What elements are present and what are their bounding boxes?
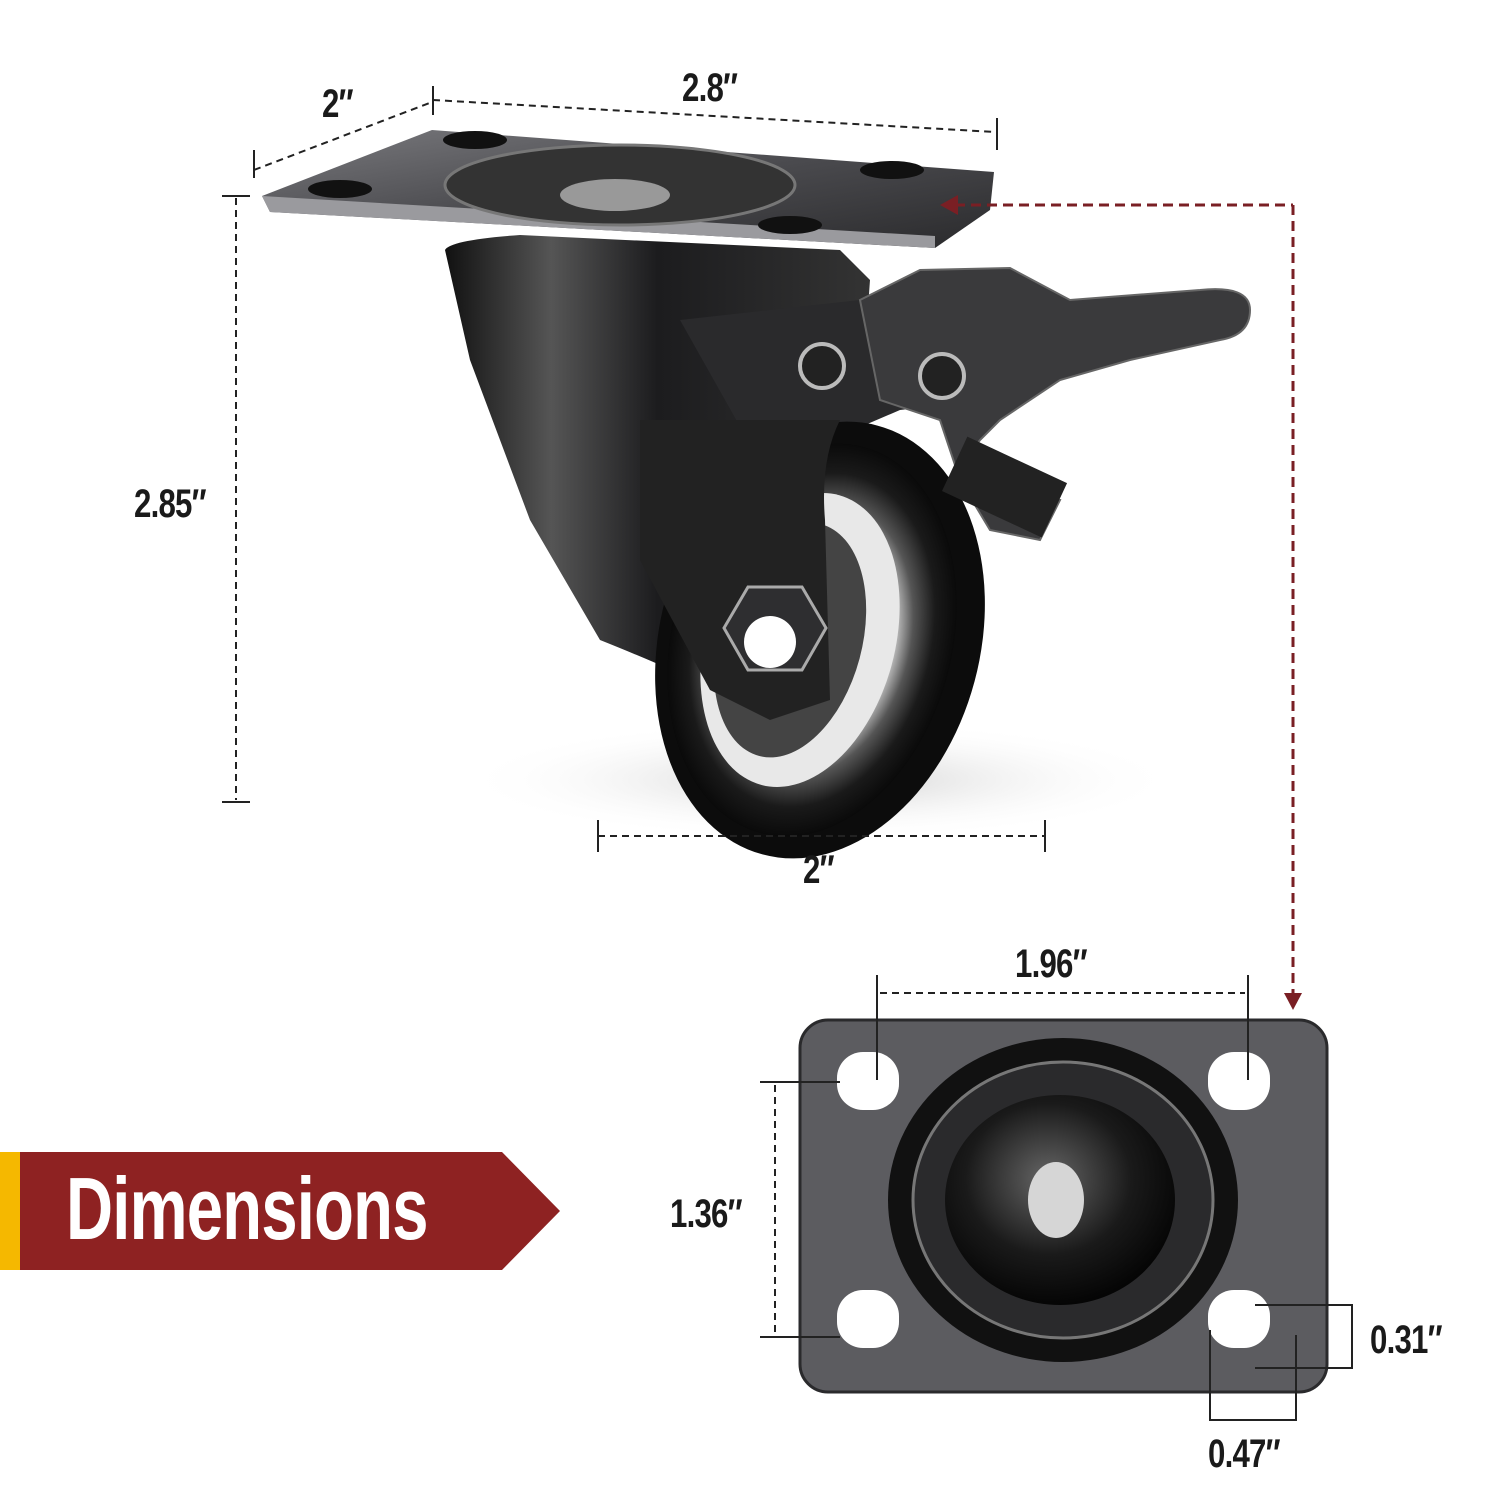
banner-title: Dimensions bbox=[66, 1159, 428, 1258]
label-wheel-diameter: 2″ bbox=[803, 848, 835, 892]
mounting-plate-3d bbox=[262, 130, 994, 248]
label-hole-height: 0.31″ bbox=[1370, 1318, 1443, 1362]
label-overall-height: 2.85″ bbox=[134, 482, 207, 526]
connector-arrow bbox=[955, 203, 1295, 995]
label-hole-spacing-x: 1.96″ bbox=[1015, 942, 1088, 986]
label-hole-width: 0.47″ bbox=[1208, 1432, 1281, 1476]
brake-lever bbox=[858, 266, 1252, 542]
label-plate-depth: 2″ bbox=[322, 82, 354, 126]
label-plate-width: 2.8″ bbox=[682, 66, 738, 110]
dimension-lines-3d bbox=[222, 86, 1046, 852]
axle-nut bbox=[722, 585, 828, 672]
dimension-lines-plate bbox=[760, 975, 1353, 1421]
label-hole-spacing-y: 1.36″ bbox=[670, 1192, 743, 1236]
dimensions-banner bbox=[0, 1152, 560, 1270]
top-plate-view bbox=[798, 1018, 1329, 1394]
